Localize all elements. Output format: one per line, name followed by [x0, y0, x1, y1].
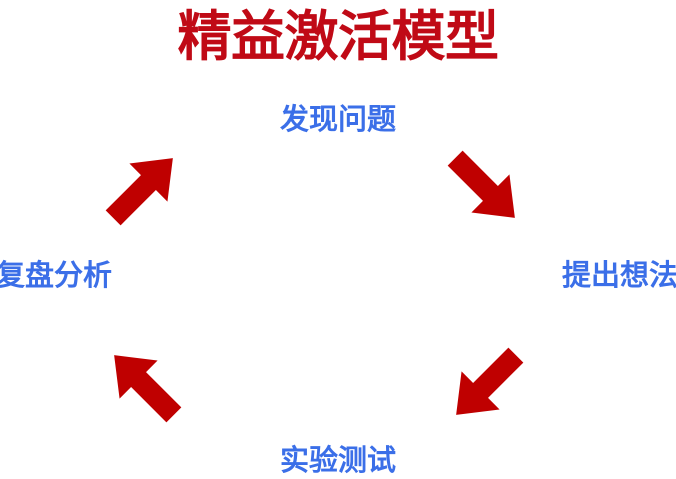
- arrow-southeast-icon: [437, 140, 533, 236]
- arrow-southwest-icon: [438, 337, 534, 433]
- page-title: 精益激活模型: [177, 5, 500, 68]
- stage-label-test: 实验测试: [279, 443, 396, 477]
- stage-label-review: 复盘分析: [0, 258, 113, 292]
- stage-label-discover: 发现问题: [279, 102, 396, 136]
- arrow-northeast-icon: [95, 140, 191, 236]
- stage-label-ideate: 提出想法: [561, 258, 676, 292]
- arrow-northwest-icon: [96, 337, 192, 433]
